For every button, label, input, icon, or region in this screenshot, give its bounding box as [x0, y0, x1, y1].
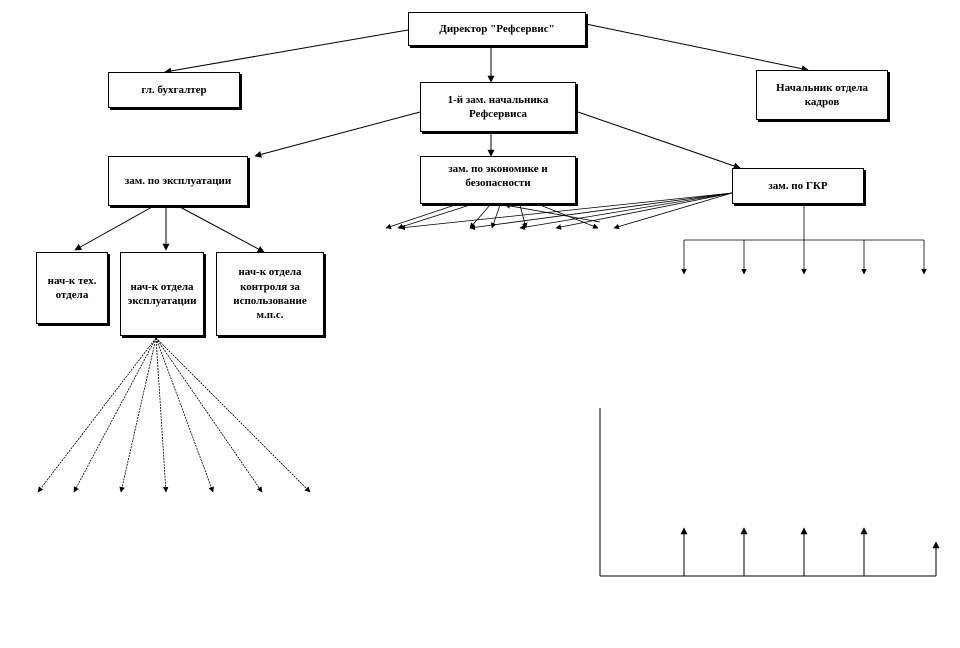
node-head-control-dept-label: нач-к отдела контроля за использование м…: [233, 266, 307, 322]
node-chief-accountant[interactable]: гл. бухгалтер: [108, 72, 240, 108]
bus-lower: [599, 408, 940, 577]
node-hr-head[interactable]: Начальник отдела кадров: [756, 70, 888, 120]
node-head-tech-dept[interactable]: нач-к тех. отдела: [36, 252, 108, 324]
edge-first-deputy-dep-ops: [254, 111, 421, 158]
node-deputy-economics-label: зам. по экономике и безопасности: [448, 163, 548, 190]
node-head-control-dept[interactable]: нач-к отдела контроля за использование м…: [216, 252, 324, 336]
fan-dep-gkr-left: [399, 192, 733, 231]
node-head-tech-dept-label: нач-к тех. отдела: [47, 274, 97, 301]
bus-dep-gkr: [681, 205, 927, 275]
node-deputy-gkr-label: зам. по ГКР: [768, 179, 828, 192]
node-head-operations-dept[interactable]: нач-к отдела эксплуатации: [120, 252, 204, 336]
edge-director-hr-head: [585, 23, 809, 73]
node-chief-accountant-label: гл. бухгалтер: [141, 83, 207, 96]
node-director-label: Директор "Рефсервис": [439, 22, 555, 35]
node-hr-head-label: Начальник отдела кадров: [776, 81, 868, 108]
edge-dep-ops-head-control: [179, 206, 265, 253]
node-first-deputy[interactable]: 1-й зам. начальника Рефсервиса: [420, 82, 576, 132]
node-first-deputy-label: 1-й зам. начальника Рефсервиса: [447, 93, 549, 120]
edge-director-chief-acct: [164, 29, 409, 75]
fan-head-ops: [37, 337, 311, 493]
node-deputy-economics[interactable]: зам. по экономике и безопасности: [420, 156, 576, 204]
fan-dep-econ: [385, 203, 601, 230]
node-deputy-operations[interactable]: зам. по эксплуатации: [108, 156, 248, 206]
edge-first-deputy-dep-gkr: [577, 111, 741, 170]
node-head-operations-dept-label: нач-к отдела эксплуатации: [127, 280, 197, 307]
node-deputy-operations-label: зам. по эксплуатации: [124, 174, 232, 187]
node-director[interactable]: Директор "Рефсервис": [408, 12, 586, 46]
edge-dep-ops-head-tech: [74, 206, 153, 251]
node-deputy-gkr[interactable]: зам. по ГКР: [732, 168, 864, 204]
